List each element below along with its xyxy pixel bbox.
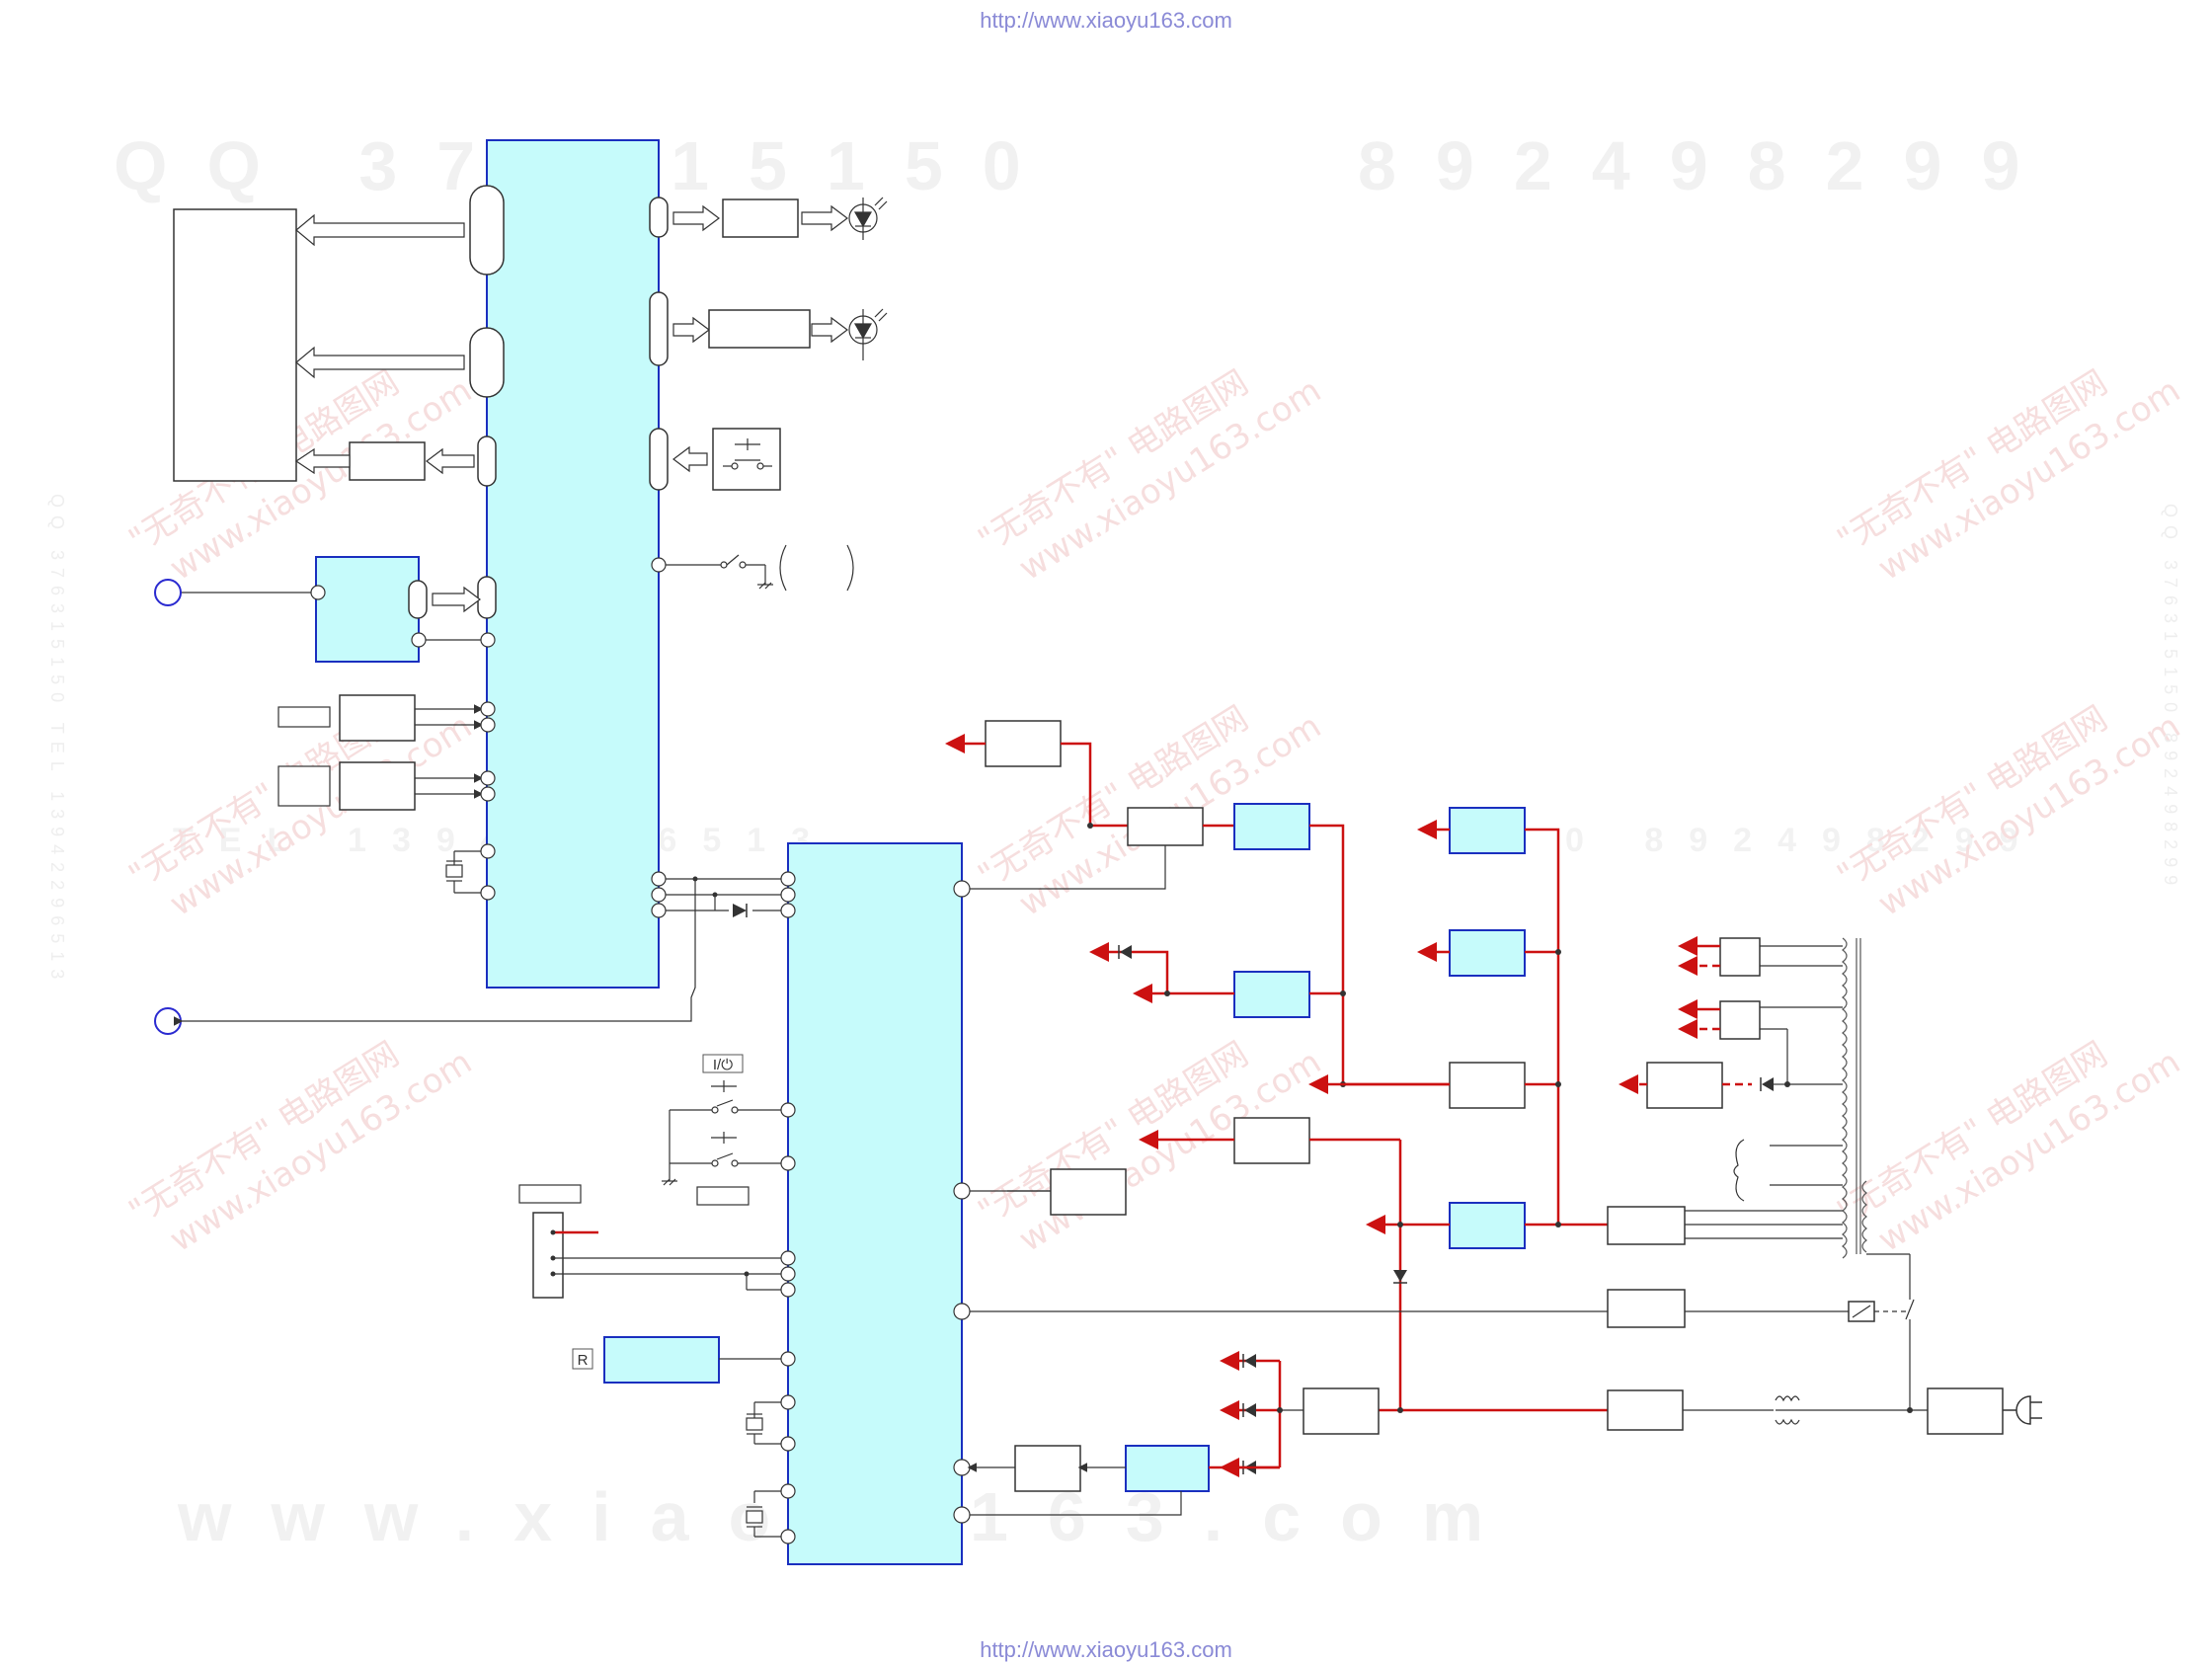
watermark-stamp-2: "无奇不有" 电路图网 www.xiaoyu163.com <box>972 362 1328 589</box>
power-rails <box>1309 824 1608 1412</box>
push-switch-icon <box>723 438 772 470</box>
buffer-block-2 <box>339 761 416 811</box>
connector-block <box>532 1212 564 1299</box>
rectifier-b <box>1719 1000 1761 1040</box>
rectifier-c <box>1646 1062 1723 1109</box>
connector-wires <box>555 1257 781 1291</box>
upper-ic-block <box>486 139 660 989</box>
function-switch-icon <box>662 1110 781 1186</box>
lower-ic-block <box>787 842 963 1565</box>
rectifier-d <box>1607 1206 1686 1245</box>
watermark-stamp-7: "无奇不有" 电路图网 www.xiaoyu163.com <box>122 1034 479 1260</box>
led-port-1 <box>649 197 669 238</box>
key-port <box>649 428 669 491</box>
regulator-l <box>1014 1445 1081 1492</box>
plug-icon <box>2003 1395 2042 1425</box>
led-icon-2 <box>848 308 888 360</box>
regulator-g <box>1449 1202 1526 1249</box>
regulator-i <box>1303 1387 1380 1435</box>
transformer-wires <box>1685 945 1843 1239</box>
remote-label-box <box>572 1348 593 1370</box>
chip-link-wires <box>237 878 783 1022</box>
crystal-upper <box>445 850 481 894</box>
input-terminal <box>154 579 182 606</box>
diode-icon-3 <box>1762 1077 1774 1091</box>
bus-port-2 <box>469 327 505 398</box>
bus-port-4 <box>477 576 497 619</box>
bus-port-1 <box>469 185 505 276</box>
regulator-a <box>1233 803 1310 850</box>
label-box-4 <box>518 1184 582 1204</box>
regulator-c <box>1449 929 1526 977</box>
display-block <box>173 208 297 482</box>
driver-block-left <box>349 441 426 481</box>
footer-url: http://www.xiaoyu163.com <box>980 1637 1232 1662</box>
regulator-top <box>985 720 1062 767</box>
label-box-2 <box>277 765 331 807</box>
power-key-label: I/⏻ <box>713 1057 733 1073</box>
watermark-tel-right: 0 892498299 <box>1565 822 2044 859</box>
power-key-label-box <box>702 1054 744 1073</box>
bus-port-3 <box>477 436 497 487</box>
regulator-h <box>1050 1168 1127 1216</box>
bus-arrow-1 <box>295 213 465 379</box>
crystal-lower-1 <box>746 1401 781 1445</box>
watermark-stamp-9: "无奇不有" 电路图网 www.xiaoyu163.com <box>1831 1034 2187 1260</box>
watermark-stamp-6: "无奇不有" 电路图网 www.xiaoyu163.com <box>1831 698 2187 924</box>
key-switch-block <box>712 428 781 491</box>
detect-switch-icon <box>666 544 854 592</box>
regulator-k <box>1125 1445 1210 1492</box>
led-driver-1 <box>722 198 799 238</box>
led-icon-1 <box>848 197 888 240</box>
header-url: http://www.xiaoyu163.com <box>980 8 1232 33</box>
bus-arrow-4 <box>672 204 848 473</box>
watermark-side-left: QQ 376315150 TEL 13942296513 <box>47 494 67 987</box>
watermark-stamp-5: "无奇不有" 电路图网 www.xiaoyu163.com <box>972 698 1328 924</box>
remote-receiver-block <box>603 1336 720 1384</box>
led-driver-2 <box>708 309 811 349</box>
line-filter-icon <box>1775 1395 1800 1425</box>
buffer-block-1 <box>339 694 416 742</box>
switch-block-a <box>1127 807 1204 846</box>
input-ic-port <box>408 580 428 619</box>
remote-label: R <box>578 1352 589 1369</box>
watermark-phone: 892498299 <box>1358 127 2059 204</box>
watermark-layer: QQ 376315150 892498299 TEL 13942296513 0… <box>47 127 2187 1555</box>
regulator-d <box>1233 971 1310 1018</box>
input-ic-block <box>315 556 420 663</box>
watermark-side-right: QQ 376315150 892498299 <box>2161 504 2180 893</box>
watermark-stamp-3: "无奇不有" 电路图网 www.xiaoyu163.com <box>1831 362 2187 589</box>
regulator-f <box>1233 1117 1310 1164</box>
label-box-1 <box>277 706 331 728</box>
link-diode-icon <box>733 904 747 917</box>
ac-inlet-block <box>1927 1387 2004 1435</box>
transformer-icon <box>1842 937 1867 1259</box>
label-box-3 <box>696 1186 750 1206</box>
regulator-j <box>1607 1389 1684 1431</box>
output-terminal <box>154 1007 182 1035</box>
diode-icon-1 <box>1120 945 1132 959</box>
relay-driver <box>1607 1289 1686 1328</box>
output-diodes <box>1220 1351 1304 1477</box>
bus-arrow-3 <box>432 586 481 613</box>
relay-switch-icon <box>1905 1254 1915 1410</box>
rectifier-a <box>1719 937 1761 977</box>
regulator-b <box>1449 807 1526 854</box>
led-port-2 <box>649 291 669 366</box>
power-switch-icon <box>670 1080 781 1114</box>
regulator-e <box>1449 1062 1526 1109</box>
crystal-lower-2 <box>746 1490 781 1538</box>
bus-arrow-2 <box>294 447 475 475</box>
diode-icon-2 <box>1393 1270 1407 1282</box>
